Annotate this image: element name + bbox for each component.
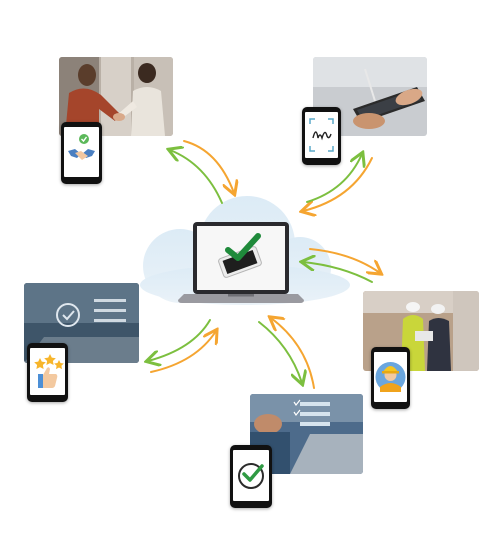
star-rating-thumbs-up-icon — [34, 354, 64, 388]
arrow-hub-to-handshake — [170, 150, 223, 204]
handshake-check-icon — [68, 134, 95, 160]
arrow-hub-to-review — [148, 319, 211, 361]
review-phone — [27, 343, 68, 402]
arrow-signature-to-hub — [303, 157, 373, 211]
handshake-phone — [61, 122, 102, 184]
arrow-hub-to-signature — [306, 154, 362, 203]
arrow-review-to-hub — [150, 331, 216, 373]
arrow-hub-to-construction — [309, 248, 380, 273]
worker-avatar-icon — [375, 362, 406, 392]
signature-phone — [302, 107, 341, 165]
approval-phone — [230, 445, 272, 508]
construction-phone — [371, 347, 410, 409]
arrow-hub-to-approval — [258, 321, 302, 383]
signature-icon — [309, 118, 334, 152]
arrow-construction-to-hub — [303, 262, 373, 283]
checkmark-on-phone-icon — [218, 233, 262, 278]
arrow-handshake-to-hub — [183, 140, 234, 193]
arrow-approval-to-hub — [271, 318, 315, 389]
check-circle-icon — [238, 463, 264, 489]
